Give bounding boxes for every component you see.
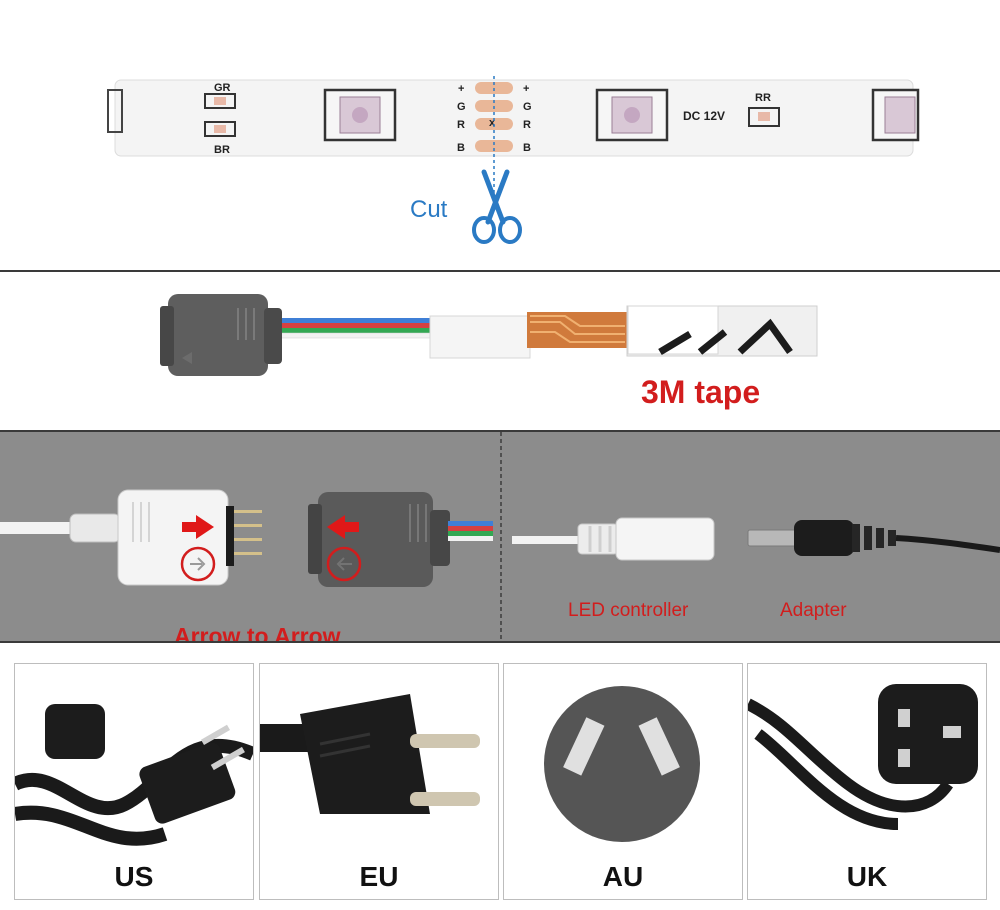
us-plug-image [15, 704, 253, 846]
resistor-right [748, 107, 780, 127]
adapter-label: Adapter [780, 600, 847, 621]
au-plug-image [544, 686, 700, 842]
led-strip-illustration: GR BR + G R B + G R B x DC [107, 76, 920, 244]
wire-white [448, 536, 493, 541]
wire-green [448, 531, 493, 536]
plug-label-uk: UK [846, 861, 888, 892]
led-chip [595, 88, 669, 142]
led-chip [323, 88, 397, 142]
eu-plug-image [260, 694, 480, 814]
wire-red [448, 526, 493, 531]
dc-male-connector [747, 520, 1000, 556]
plug-card-uk: UK [747, 663, 987, 900]
pad-label-plus-right: + [523, 83, 529, 95]
divider [0, 270, 1000, 272]
plug-card-eu: EU [259, 663, 499, 900]
pad-label-r: R [457, 119, 465, 131]
led-chip-partial-left [107, 89, 123, 133]
circled-arrow-icon [326, 546, 362, 582]
strip-panel: GR BR + G R B + G R B x DC [0, 0, 1000, 270]
plug-label-au: AU [602, 861, 644, 892]
white-connector [117, 489, 262, 586]
plug-card-us: US [14, 663, 254, 900]
plug-card-au: AU [503, 663, 743, 900]
led-chip-partial-right [871, 88, 920, 142]
wire-white [269, 332, 436, 339]
connector-4pin [160, 294, 282, 376]
uk-plug-image [748, 684, 978, 830]
strain-relief [69, 513, 121, 543]
controller-label: LED controller [568, 600, 689, 621]
pad-label-g: G [457, 101, 466, 113]
scissors-icon [472, 169, 522, 244]
white-cable [512, 536, 582, 544]
pad-label-b-right: B [523, 142, 531, 154]
wire-red [270, 323, 435, 328]
white-cable [0, 522, 80, 534]
pad-label-r-right: R [523, 119, 531, 131]
cut-label: Cut [410, 196, 448, 223]
wire-green [270, 328, 435, 333]
dc-female-connector [577, 517, 715, 561]
resistor-bottom-label: BR [214, 144, 230, 156]
tape-label: 3M tape [641, 374, 760, 410]
tape-panel: 3M tape [0, 272, 1000, 430]
arrow-label: Arrow to Arrow [174, 623, 341, 641]
pad-label-g-right: G [523, 101, 532, 113]
arrow-right-icon [182, 515, 214, 539]
plug-label-eu: EU [359, 861, 399, 892]
strip-sleeve [429, 315, 531, 359]
tape-illustration: 3M tape [160, 294, 818, 410]
pad-label-plus: + [458, 83, 464, 95]
connect-panel: Arrow to Arrow LED controller Adapter [0, 430, 1000, 643]
voltage-label: DC 12V [683, 109, 725, 123]
copper-fpc [527, 312, 627, 348]
connect-illustration: Arrow to Arrow LED controller Adapter [0, 432, 1000, 641]
cut-mark-x: x [489, 117, 496, 129]
circled-arrow-icon [180, 546, 216, 582]
plug-label-us: US [114, 861, 154, 892]
resistor-top-label: GR [214, 82, 231, 94]
resistor-top-left [204, 93, 236, 109]
arrow-left-icon [327, 515, 359, 539]
tape-print [658, 318, 793, 356]
resistor-right-label: RR [755, 92, 771, 104]
wire-blue [270, 318, 435, 323]
strip-body [114, 79, 914, 157]
wire-blue [448, 521, 493, 526]
pad-label-b: B [457, 142, 465, 154]
resistor-bottom-left [204, 121, 236, 137]
